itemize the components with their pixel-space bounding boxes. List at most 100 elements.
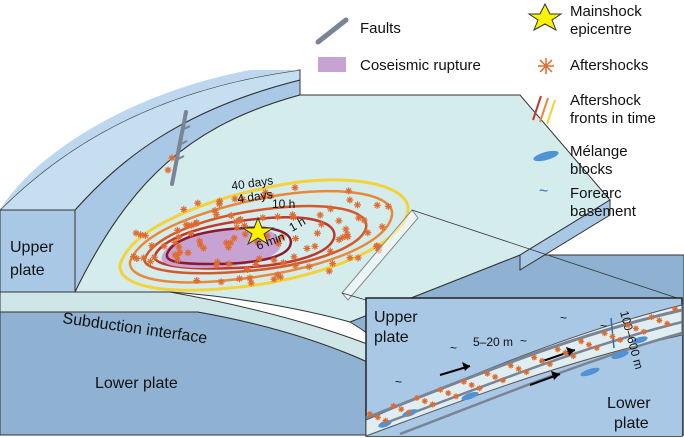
melange-block: [632, 336, 648, 344]
legend-fronts-label-line2: fronts in time: [570, 110, 656, 127]
aftershock-point: [429, 401, 436, 408]
aftershock-point: [261, 189, 269, 197]
aftershock-point: [182, 221, 190, 229]
legend-aftershocks-label: Aftershocks: [570, 57, 648, 74]
aftershock-point: [187, 230, 195, 238]
aftershock-point: [354, 254, 362, 262]
inset-panel: ~ ~ ~ ~ ~ Upper plate Lower plate 5–20 m…: [365, 297, 683, 437]
aftershock-point: [217, 278, 225, 286]
legend-melange-icon: [533, 150, 559, 162]
aftershock-point: [656, 317, 663, 324]
aftershock-point: [259, 214, 267, 222]
inset-window: [341, 209, 419, 301]
aftershock-point: [382, 417, 389, 424]
aftershock-point: [255, 255, 263, 263]
front-6-min: [165, 226, 293, 266]
forearc-mark: ~: [395, 375, 402, 389]
aftershock-point: [150, 253, 158, 261]
aftershock-point: [236, 216, 244, 224]
aftershock-point: [311, 242, 319, 250]
legend-forearc-label-line2: basement: [570, 203, 637, 220]
fault-tick: [181, 125, 191, 131]
aftershock-point: [216, 197, 224, 205]
legend-melange-label-line1: Mélange: [570, 143, 628, 160]
aftershock-point: [160, 242, 168, 250]
legend-coseismic-label: Coseismic rupture: [360, 57, 481, 74]
aftershock-point: [227, 212, 235, 220]
inset-connectors: [341, 209, 684, 301]
aftershock-point: [384, 202, 392, 210]
fault-line: [170, 110, 188, 186]
aftershock-point: [672, 306, 678, 312]
aftershock-point: [593, 344, 600, 351]
melange-block: [461, 391, 479, 401]
aftershock-point: [252, 260, 260, 268]
forearc-mark: ~: [520, 334, 527, 348]
aftershock-point: [148, 242, 156, 250]
aftershock-point: [484, 370, 491, 377]
aftershock-point: [648, 314, 655, 321]
inset-aftershock-points: [367, 306, 678, 424]
legend-fronts-label-line1: Aftershock: [570, 92, 641, 109]
aftershock-point: [132, 229, 140, 237]
aftershock-point: [345, 187, 353, 195]
aftershock-point: [253, 238, 261, 246]
aftershock-point: [194, 199, 202, 207]
aftershock-point: [244, 266, 252, 274]
legend-forearc-label-line1: Forearc: [570, 185, 622, 202]
aftershock-point: [171, 239, 179, 247]
aftershock-point: [355, 214, 363, 222]
aftershock-point: [241, 230, 249, 238]
aftershock-point: [445, 390, 452, 397]
front-label-10-h: 10 h: [272, 197, 295, 211]
aftershock-point: [367, 411, 373, 417]
mainshock-star: [241, 216, 275, 246]
thin-width-label: 5–20 m: [473, 335, 513, 349]
aftershock-point: [343, 230, 351, 238]
slip-arrow-head: [566, 347, 575, 356]
melange-block: [378, 420, 392, 428]
aftershock-point: [562, 349, 569, 356]
aftershock-point: [325, 267, 333, 275]
aftershock-point: [274, 238, 282, 246]
aftershock-point: [507, 362, 514, 369]
legend-fronts-icon: [532, 95, 556, 125]
upper-plate-label-line2: plate: [10, 262, 45, 279]
aftershock-point: [192, 220, 200, 228]
aftershock-point: [617, 336, 624, 343]
aftershock-point: [374, 414, 381, 421]
inset-lower-label-line1: Lower: [607, 395, 651, 412]
aftershock-point: [289, 211, 297, 219]
legend-forearc-icon: ~: [539, 183, 548, 200]
aftershock-point: [346, 254, 354, 262]
fault-tick: [175, 155, 185, 161]
aftershock-point: [246, 274, 254, 282]
aftershock-point: [213, 258, 221, 266]
upper-right-face: [519, 199, 611, 271]
aftershock-point: [274, 271, 282, 279]
aftershock-point: [339, 233, 347, 241]
fault-tick: [178, 140, 188, 146]
aftershock-point: [270, 256, 278, 264]
aftershock-point: [453, 393, 460, 400]
aftershock-point: [239, 195, 247, 203]
aftershock-point: [460, 378, 467, 385]
aftershock-point: [164, 166, 172, 174]
legend-fault-icon: [315, 17, 349, 45]
front-40-days: [118, 178, 410, 292]
aftershock-point: [632, 325, 639, 332]
aftershock-point: [317, 220, 325, 228]
aftershock-points: [130, 154, 392, 287]
aftershock-point: [640, 328, 647, 335]
aftershock-point: [225, 260, 233, 268]
aftershock-point: [196, 237, 204, 245]
aftershock-point: [292, 235, 300, 243]
aftershock-point: [232, 218, 240, 226]
slip-arrow-head: [462, 362, 470, 371]
aftershock-point: [290, 253, 298, 261]
aftershock-point: [346, 196, 354, 204]
aftershock-point: [180, 205, 188, 213]
front-labels: 40 days 4 days 10 h 1 h 6 min: [230, 173, 307, 253]
aftershock-point: [212, 261, 220, 269]
inset-upper-label-line1: Upper: [374, 309, 418, 326]
